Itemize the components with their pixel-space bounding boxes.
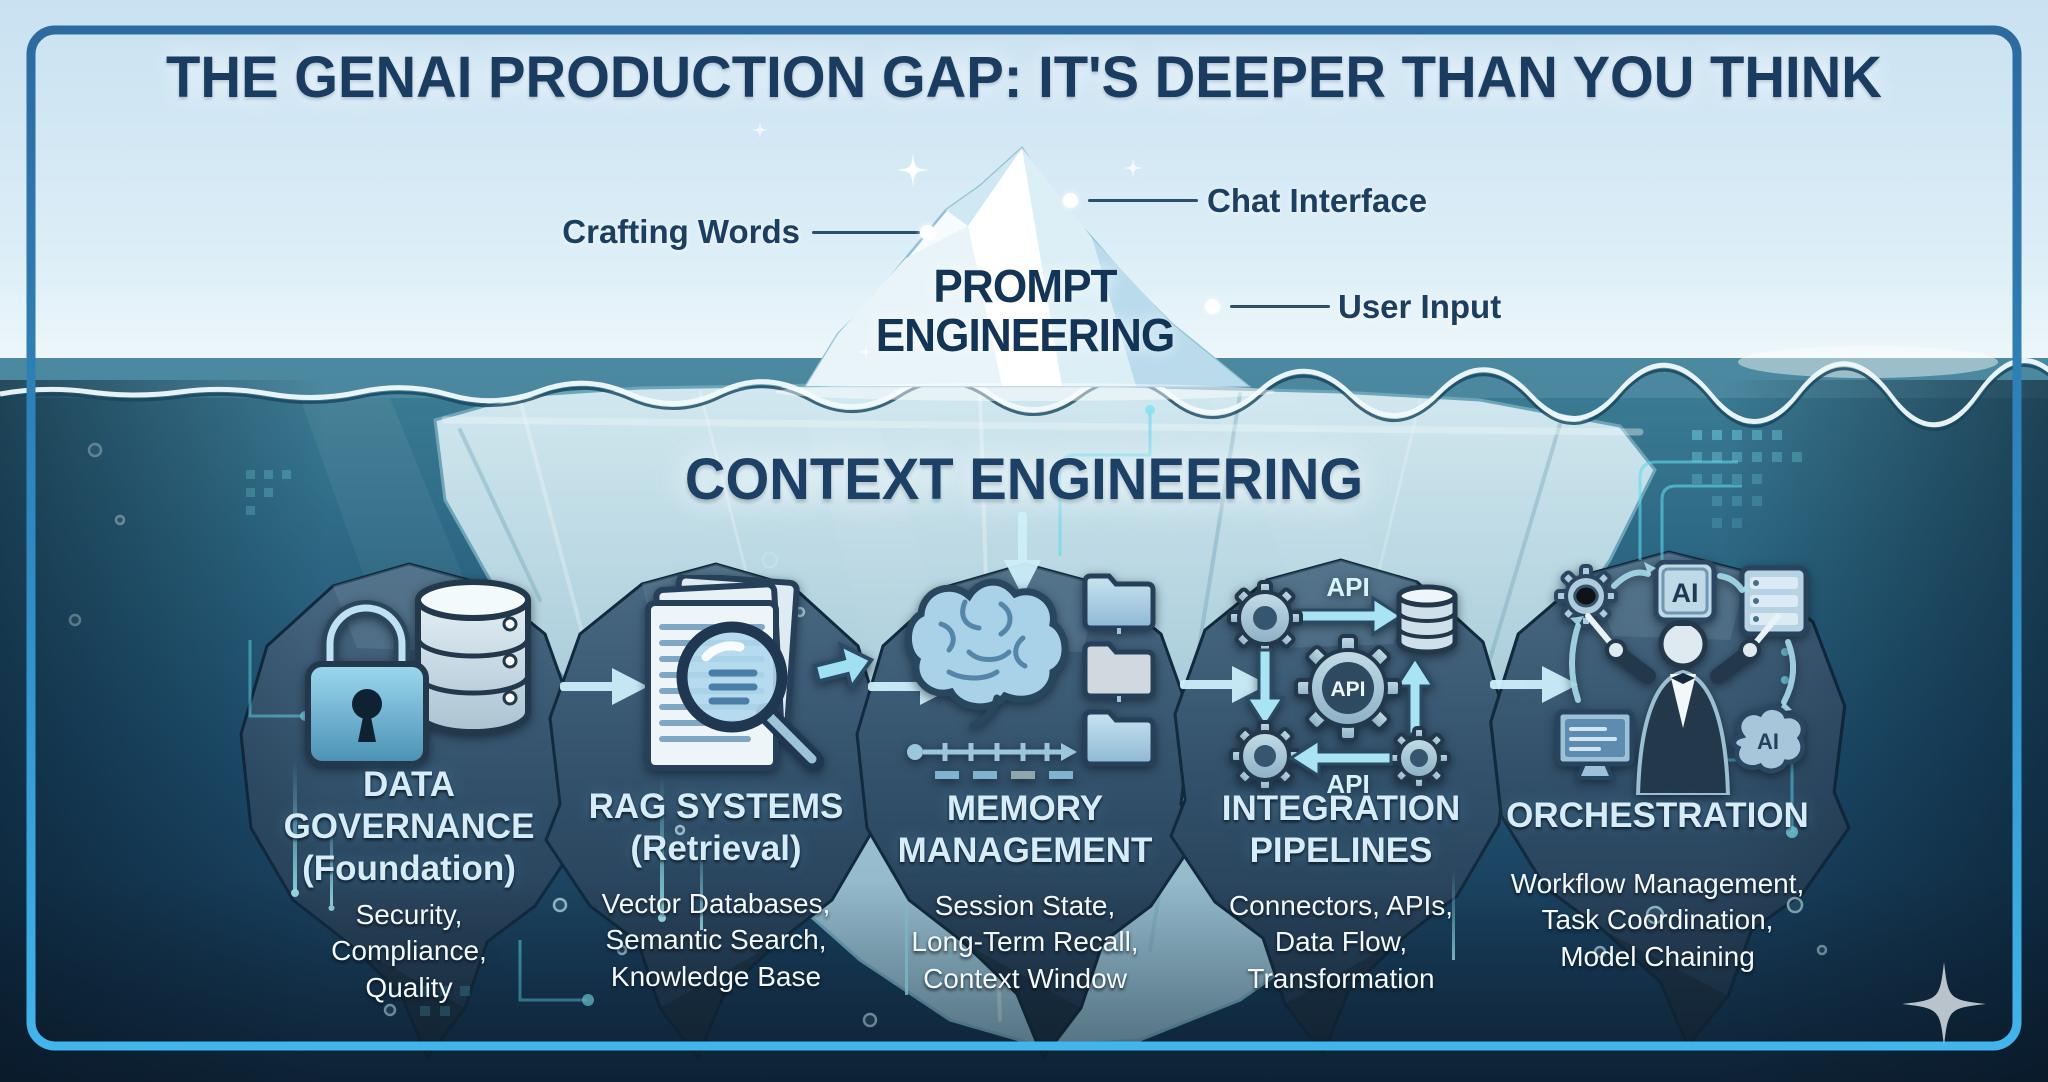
callout-line-user-input [1230,305,1330,308]
page-title: THE GENAI PRODUCTION GAP: IT'S DEEPER TH… [166,45,1882,110]
api-label-center: API [1330,678,1365,701]
api-arrow-top [1293,595,1404,637]
database-icon [415,579,531,735]
gear-icon [1227,580,1303,656]
ai-chip-label: AI [1672,578,1699,608]
gear-icon: API [1294,634,1402,742]
arrow-up [1394,655,1436,736]
rock-title-data-governance: DATA GOVERNANCE (Foundation) [283,765,535,888]
ai-brain-label: AI [1757,729,1779,754]
callout-user-input: User Input [1338,288,1502,325]
rock-subtitle-orchestration: Workflow Management, Task Coordination, … [1510,868,1805,972]
documents-magnifier-icon [645,575,875,771]
callout-crafting-words: Crafting Words [562,213,800,250]
ai-chip-icon: AI [1653,560,1717,623]
rock-title-rag-systems: RAG SYSTEMS (Retrieval) [588,787,844,868]
conductor-ai-icon: AI [1554,560,1809,795]
callout-dot-user-input [1205,299,1220,314]
lock-and-database-icon [305,579,531,767]
rock-subtitle-data-governance: Security, Compliance, Quality [331,899,487,1003]
api-label-top: API [1326,572,1369,602]
rock-title-integration-pipelines: INTEGRATION PIPELINES [1221,789,1461,870]
folder-icon [1082,573,1156,767]
retrieval-arrow-icon [812,641,875,693]
ai-brain-icon: AI [1731,705,1806,774]
arrow-down [1244,648,1286,729]
rock-subtitle-rag-systems: Vector Databases, Semantic Search, Knowl… [601,888,831,992]
gear-icon [1387,726,1451,790]
rock-subtitle-memory-management: Session State, Long-Term Recall, Context… [911,890,1139,994]
prompt-engineering-label: PROMPT ENGINEERING [875,260,1176,361]
lock-icon [305,600,429,767]
rock-title-memory-management: MEMORY MANAGEMENT [897,789,1153,870]
callout-line-chat-interface [1088,199,1198,202]
timeline-icon [907,743,1077,779]
callout-line-crafting-words [812,231,920,234]
brain-icon [905,578,1069,730]
monitor-icon [1555,709,1635,780]
callout-chat-interface: Chat Interface [1207,182,1428,219]
context-engineering-heading: CONTEXT ENGINEERING [684,447,1364,512]
database-icon [1396,584,1458,655]
gears-api-flow-icon: API [1227,572,1458,794]
brain-folders-timeline-icon [905,573,1156,779]
rock-subtitle-integration-pipelines: Connectors, APIs, Data Flow, Transformat… [1228,890,1454,994]
rock-title-orchestration: ORCHESTRATION [1506,796,1809,835]
callout-dot-crafting-words [920,225,935,240]
gear-icon [1229,720,1301,792]
callout-dot-chat-interface [1063,193,1078,208]
